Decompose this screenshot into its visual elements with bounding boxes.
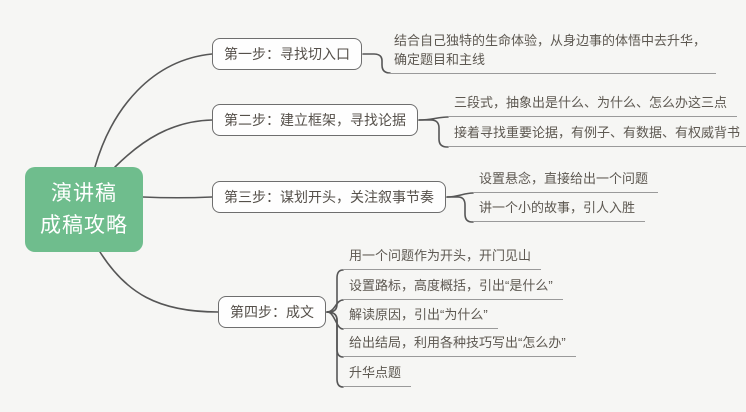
edge-step2-leaf2 (418, 119, 449, 148)
leaf-step4-3[interactable]: 解读原因，引出“为什么” (343, 306, 498, 329)
leaf-step2-1[interactable]: 三段式，抽象出是什么、为什么、怎么办这三点 (448, 94, 738, 117)
leaf-step1-1[interactable]: 结合自己独特的生命体验，从身边事的体悟中去升华，确定题目和主线 (388, 31, 716, 74)
edge-step4-leaf5 (326, 311, 344, 388)
leaf-step4-2[interactable]: 设置路标，高度概括，引出“是什么” (343, 277, 563, 300)
branch-step1[interactable]: 第一步：寻找切入口 (212, 38, 362, 70)
leaf-step4-4[interactable]: 给出结局，利用各种技巧写出“怎么办” (343, 334, 576, 357)
edge-root-step3 (142, 196, 213, 199)
branch-step4[interactable]: 第四步：成文 (218, 296, 326, 328)
edge-root-step4 (99, 251, 219, 313)
leaf-step2-2[interactable]: 接着寻找重要论据，有例子、有数据、有权威背书 (448, 124, 746, 147)
edge-step3-leaf2 (446, 196, 474, 223)
branch-step3[interactable]: 第三步：谋划开头，关注叙事节奏 (212, 181, 446, 213)
leaf-step4-5[interactable]: 升华点题 (343, 364, 412, 387)
edge-root-step2 (114, 119, 213, 168)
root-topic-label-line1: 演讲稿 (51, 182, 117, 205)
leaf-step4-1[interactable]: 用一个问题作为开头，开门见山 (343, 247, 542, 270)
branch-step2[interactable]: 第二步：建立框架，寻找论据 (212, 104, 418, 136)
root-topic-label-line2: 成稿攻略 (40, 213, 128, 237)
edge-step1-leaf1 (362, 53, 391, 74)
leaf-step3-2[interactable]: 讲一个小的故事，引人入胜 (473, 199, 646, 222)
leaf-step3-1[interactable]: 设置悬念，直接给出一个问题 (473, 170, 659, 193)
root-topic[interactable]: 演讲稿 成稿攻略 (25, 167, 143, 252)
edge-root-step1 (94, 53, 213, 168)
